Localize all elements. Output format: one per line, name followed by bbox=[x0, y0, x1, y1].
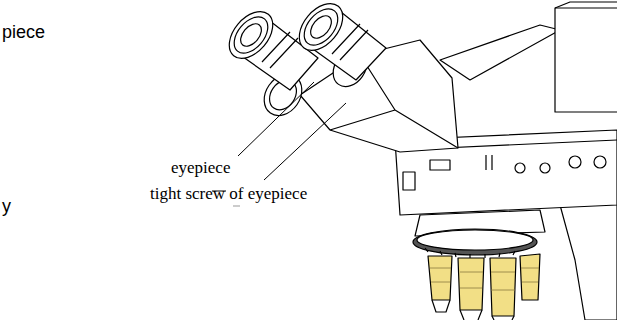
objective-lens bbox=[520, 254, 540, 300]
cropped-label: piece bbox=[2, 22, 45, 43]
slider bbox=[403, 172, 415, 190]
objective-lens bbox=[428, 256, 452, 300]
part-label: tight screw of eyepiece bbox=[150, 184, 307, 204]
knob bbox=[515, 163, 525, 173]
part-label: eyepiece bbox=[171, 158, 230, 178]
camera-port bbox=[555, 8, 617, 112]
nosepiece-ring bbox=[413, 229, 537, 255]
stand-arm bbox=[560, 200, 617, 320]
eyepiece-cap bbox=[221, 3, 282, 66]
eyepiece-cap bbox=[291, 0, 352, 59]
cropped-label: y bbox=[2, 196, 11, 217]
objective-lens bbox=[458, 258, 484, 310]
trinocular-tube bbox=[440, 25, 560, 80]
objective-lens bbox=[490, 258, 516, 316]
leader-line bbox=[264, 103, 346, 180]
leader-line bbox=[238, 82, 314, 156]
tick-mark bbox=[233, 206, 240, 207]
